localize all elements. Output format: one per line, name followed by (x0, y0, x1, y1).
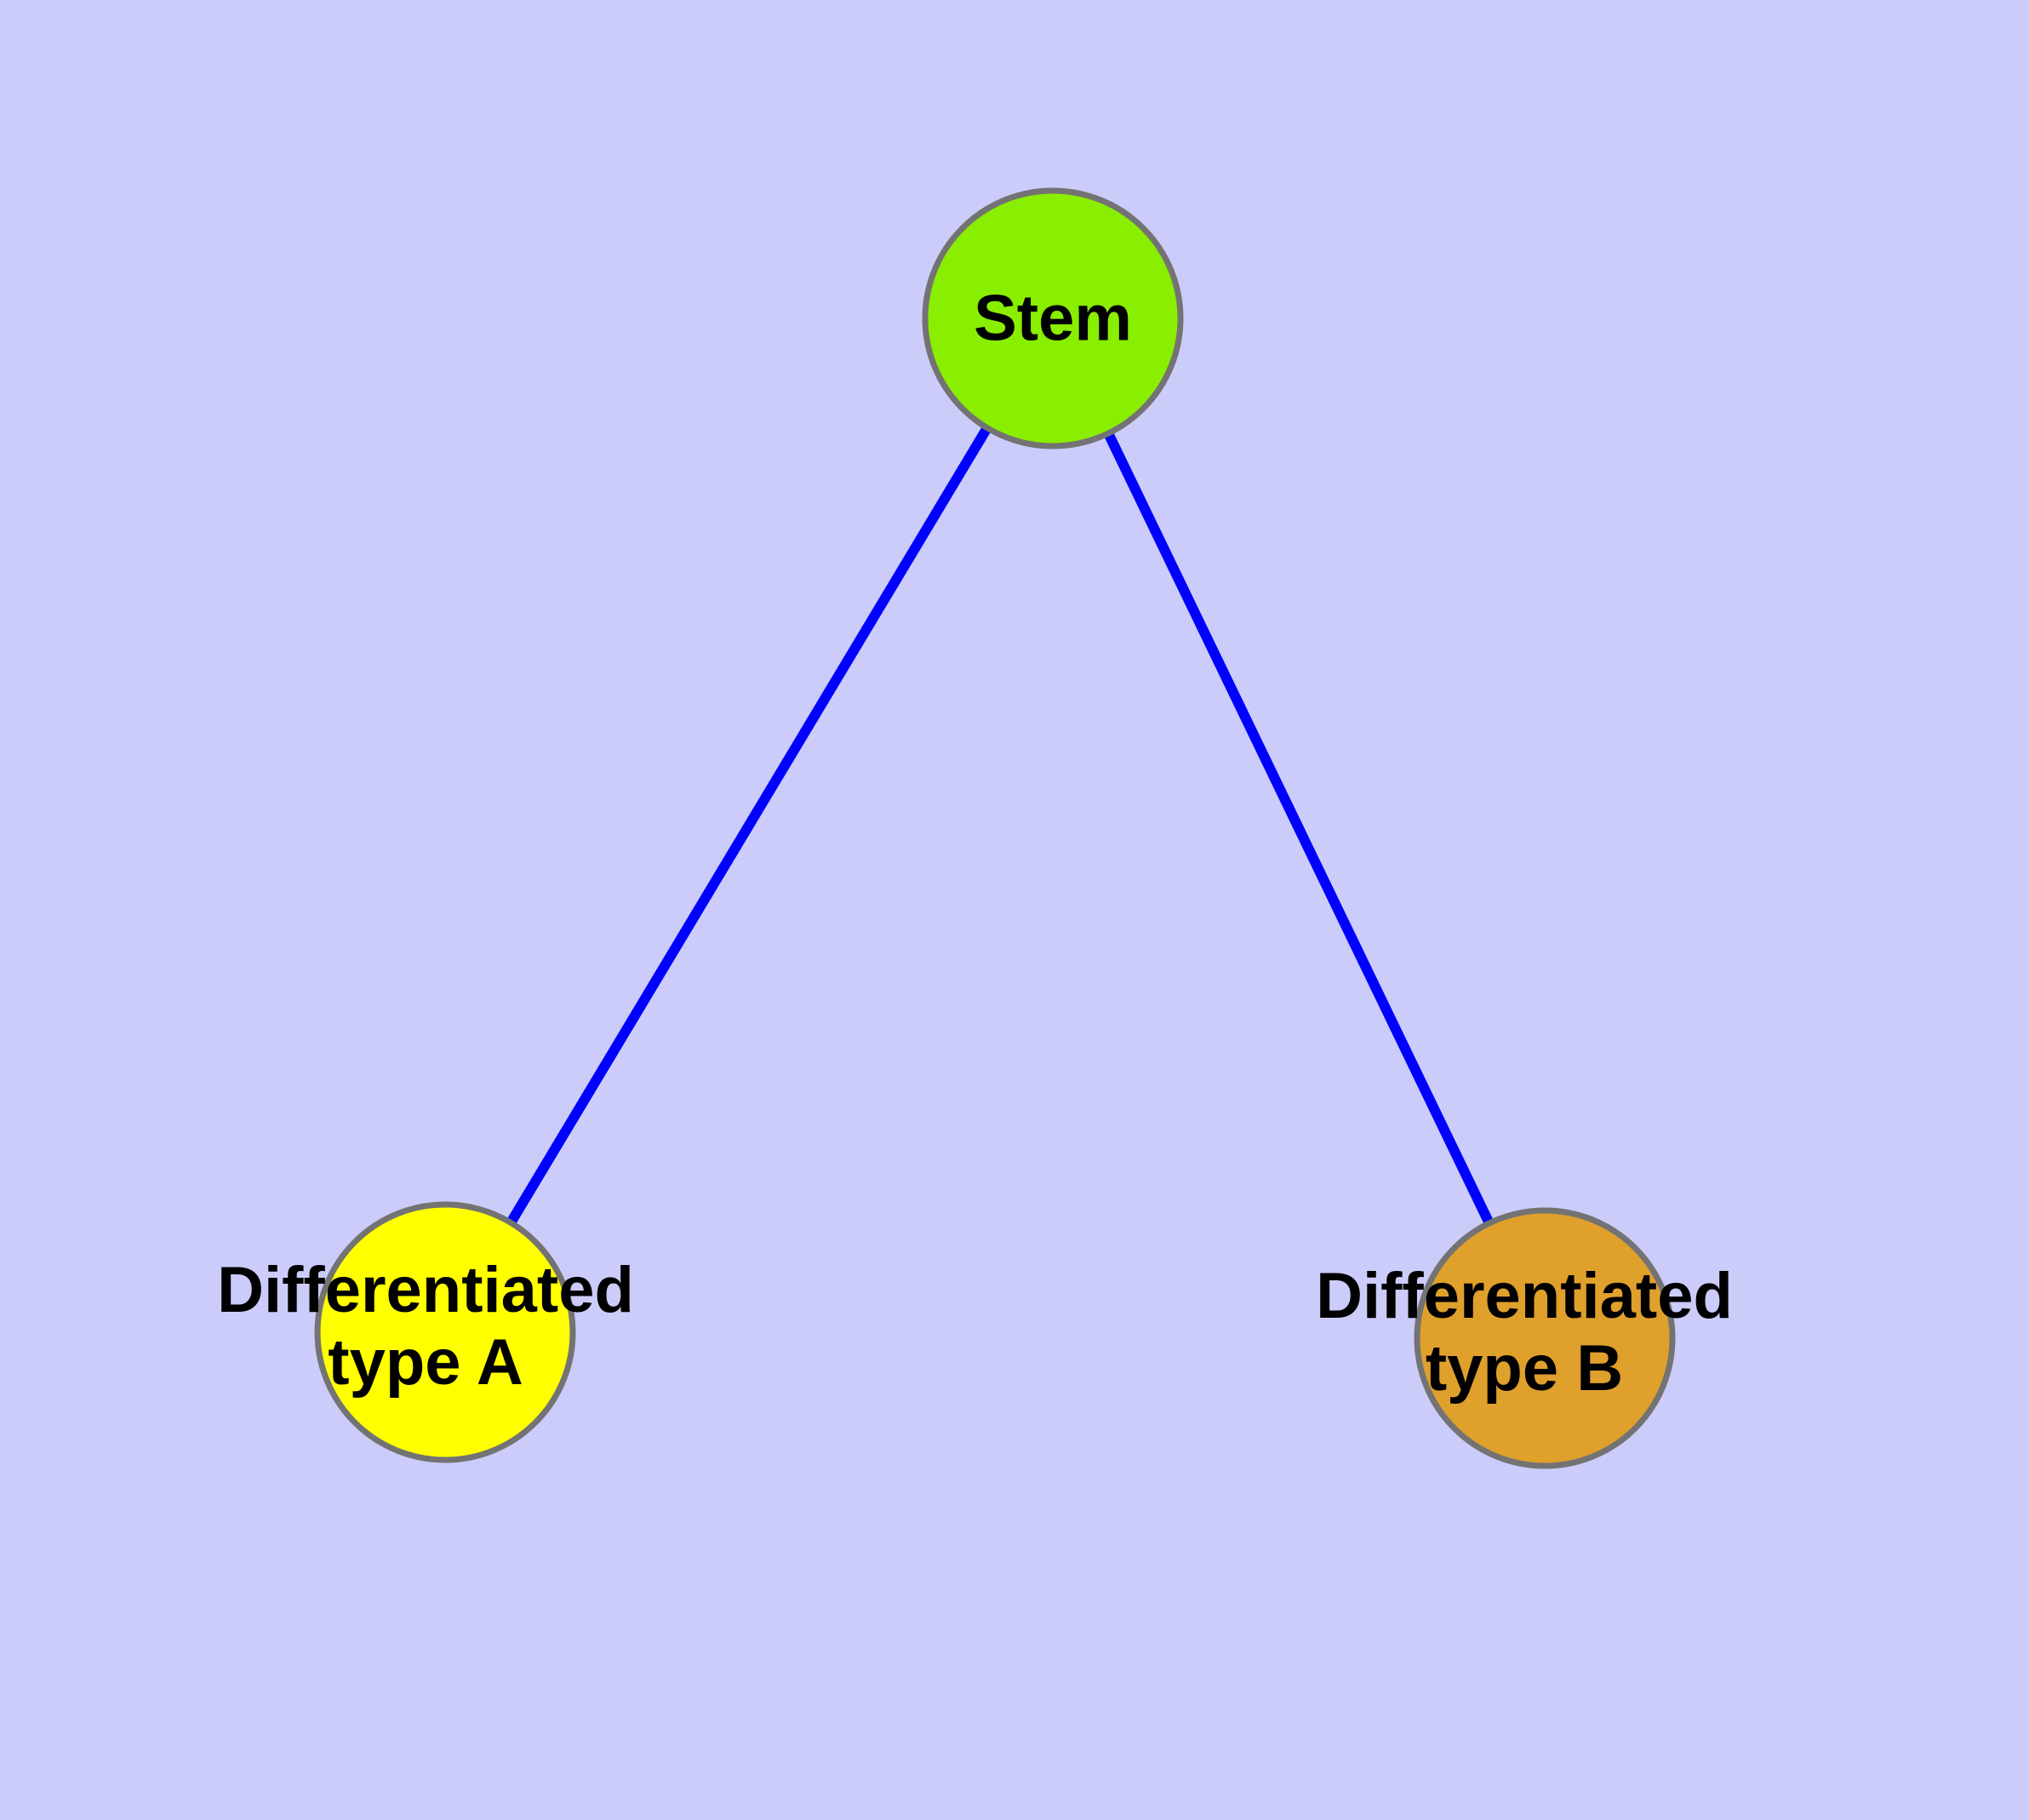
node-differentiated-type-a[interactable] (314, 1201, 576, 1463)
edge-stem-to-diff-a[interactable] (440, 315, 1058, 1336)
node-differentiated-type-b[interactable] (1414, 1207, 1676, 1469)
edge-stem-to-diff-b[interactable] (1048, 316, 1550, 1341)
node-stem[interactable] (922, 187, 1184, 449)
node-layer (314, 187, 1676, 1469)
edge-layer (440, 315, 1550, 1341)
